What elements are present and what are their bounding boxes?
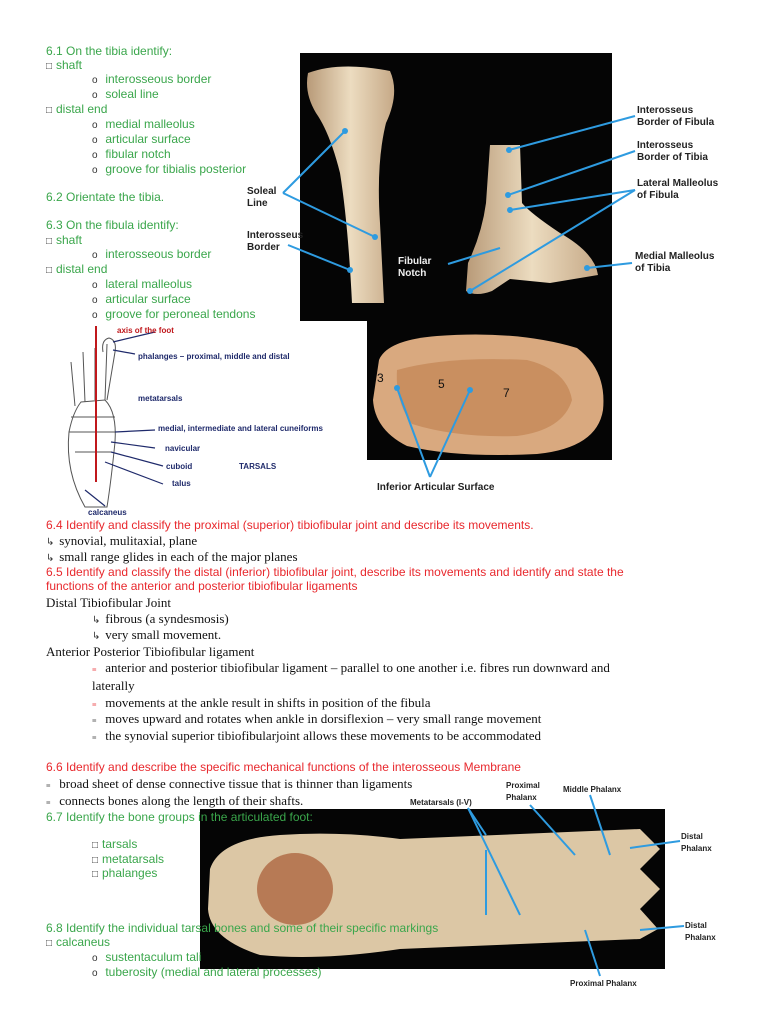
heading-6-3: 6.3 On the fibula identify: [46,218,179,232]
articular-num-3: 3 [377,371,384,385]
articular-num-7: 7 [503,386,510,400]
list-item-continued: laterally [92,678,135,693]
list-item: □shaft [46,58,83,72]
heading-6-6: 6.6 Identify and describe the specific m… [46,760,521,774]
bullet-icon: □ [92,869,99,880]
bullet-icon: □ [92,840,99,851]
heading-6-7: 6.7 Identify the bone groups in the arti… [46,810,313,824]
bullet-icon: ≡ [46,798,51,807]
distal-phalanx-top-label: Distal Phalanx [681,832,712,853]
list-item: ≡ movements at the ankle result in shift… [92,695,431,710]
bullet-icon: ≡ [92,700,97,709]
proximal-phalanx-bottom-label: Proximal Phalanx [570,979,637,988]
bullet-icon: □ [46,938,53,949]
list-item: □metatarsals [92,852,165,866]
cuboid-label: cuboid [166,462,193,471]
list-item: ↳ synovial, mulitaxial, plane [46,533,198,548]
list-item: o soleal line [92,87,159,101]
bullet-icon: ≡ [46,781,51,790]
list-item: ↳ small range glides in each of the majo… [46,549,298,564]
bullet-icon: □ [46,61,53,72]
list-item: ≡ moves upward and rotates when ankle in… [92,711,542,726]
inferior-articular-surface-label: Inferior Articular Surface [377,482,495,493]
list-item: o articular surface [92,132,191,146]
bullet-icon: □ [92,855,99,866]
articular-surface-photo [367,320,612,460]
distal-phalanx-bottom-label: Distal Phalanx [685,921,716,942]
axis-of-foot-label: axis of the foot [117,326,174,335]
list-item: o lateral malleolus [92,277,193,291]
tibia-ankle-photo [300,53,612,321]
bullet-icon: ≡ [92,733,97,742]
ligament-title: Anterior Posterior Tibiofibular ligament [46,644,255,659]
list-item: o tuberosity (medial and lateral process… [92,965,322,979]
fibular-notch-label: Fibular Notch [398,256,432,279]
bullet-icon: □ [46,265,53,276]
list-item: o medial malleolus [92,117,195,131]
list-item: o groove for peroneal tendons [92,307,256,321]
medial-malleolus-label: Medial Malleolus of Tibia [635,251,715,274]
proximal-phalanx-top-label: Proximal Phalanx [506,781,540,802]
list-item: o fibular notch [92,147,171,161]
list-item: ≡ connects bones along the length of the… [46,793,304,808]
navicular-label: navicular [165,444,201,453]
list-item: o sustentaculum tali [92,950,202,964]
articulated-foot-photo [200,809,665,969]
cuneiforms-label: medial, intermediate and lateral cuneifo… [158,424,323,433]
lateral-malleolus-label: Lateral Malleolus of Fibula [637,178,719,201]
list-item: □distal end [46,102,108,116]
arrow-bullet-icon: ↳ [46,553,55,564]
heading-6-5-line1: 6.5 Identify and classify the distal (in… [46,565,624,579]
list-item: ≡ broad sheet of dense connective tissue… [46,776,413,791]
arrow-bullet-icon: ↳ [92,615,101,626]
distal-joint-title: Distal Tibiofibular Joint [46,595,171,610]
middle-phalanx-label: Middle Phalanx [563,785,622,794]
articular-num-5: 5 [438,377,445,391]
arrow-bullet-icon: ↳ [92,631,101,642]
metatarsals-photo-label: Metatarsals (I-V) [410,798,472,807]
list-item: ↳ fibrous (a syndesmosis) [92,611,229,626]
list-item: □phalanges [92,866,158,880]
list-item: □tarsals [92,837,138,851]
list-item: ≡ the synovial superior tibiofibularjoin… [92,728,542,743]
tarsals-label: TARSALS [239,462,277,471]
talus-label: talus [172,479,191,488]
list-item: □calcaneus [46,935,111,949]
tibia-border-label: Interosseus Border of Tibia [637,140,708,163]
list-item: ≡ anterior and posterior tibiofibular li… [92,660,610,675]
bullet-icon: ≡ [92,716,97,725]
interosseous-border-label: Interosseus Border [247,230,304,253]
bullet-icon: □ [46,236,53,247]
list-item: o interosseous border [92,72,212,86]
bullet-icon: ≡ [92,665,97,674]
list-item: o articular surface [92,292,191,306]
heading-6-8: 6.8 Identify the individual tarsal bones… [46,921,439,935]
list-item: ↳ very small movement. [92,627,222,642]
heading-6-2: 6.2 Orientate the tibia. [46,190,165,204]
phalanges-label: phalanges – proximal, middle and distal [138,352,290,361]
heading-6-5-line2: functions of the anterior and posterior … [46,579,358,593]
calcaneus-label: calcaneus [88,508,127,517]
metatarsals-label: metatarsals [138,394,183,403]
list-item: □distal end [46,262,108,276]
arrow-bullet-icon: ↳ [46,537,55,548]
fibula-border-label: Interosseus Border of Fibula [637,105,715,128]
heading-6-1: 6.1 On the tibia identify: [46,44,173,58]
list-item: □shaft [46,233,83,247]
list-item: o groove for tibialis posterior [92,162,247,176]
heading-6-4: 6.4 Identify and classify the proximal (… [46,518,534,532]
list-item: o interosseous border [92,247,212,261]
soleal-line-label: Soleal Line [247,186,277,209]
foot-skeleton-drawing [67,326,164,508]
bullet-icon: □ [46,105,53,116]
